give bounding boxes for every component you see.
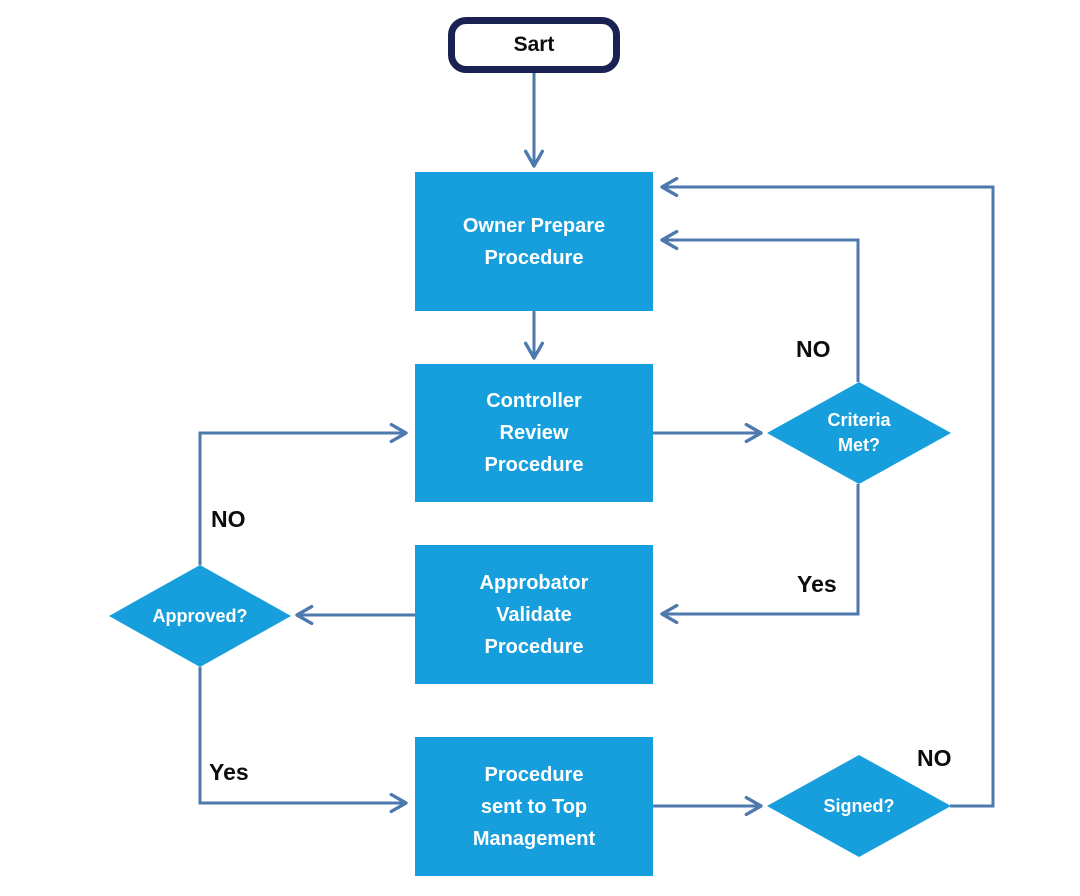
process-owner-prepare-procedure: Owner Prepare Procedure [415, 172, 653, 311]
connector-criteria-yes-to-approbator [660, 484, 860, 625]
process-procedure-sent-to-top-management-label: Procedure sent to Top Management [472, 763, 596, 850]
decision-signed-label: Signed? [823, 795, 895, 816]
connector-approved-no-to-controller [198, 422, 408, 565]
edge-label-signed-no: NO [917, 745, 952, 771]
process-controller-review-procedure: Controller Review Procedure [415, 364, 653, 502]
edge-label-criteria-met-yes: Yes [797, 571, 837, 597]
start-node-label: Sart [513, 33, 555, 56]
start-node: Sart [448, 17, 620, 73]
decision-approved-label: Approved? [152, 605, 248, 626]
edge-label-criteria-met-no: NO [796, 336, 831, 362]
process-controller-review-procedure-label: Controller Review Procedure [484, 390, 584, 476]
process-procedure-sent-to-top-management: Procedure sent to Top Management [415, 737, 653, 876]
connector-criteria-no-to-owner [660, 229, 860, 382]
edge-label-approved-no: NO [211, 506, 246, 532]
process-approbator-validate-procedure: Approbator Validate Procedure [415, 545, 653, 684]
connector-approved-yes-to-procedure [198, 667, 408, 814]
edge-label-approved-yes: Yes [209, 759, 249, 785]
decision-criteria-met-label: Criteria Met? [827, 410, 891, 455]
process-approbator-validate-procedure-label: Approbator Validate Procedure [479, 571, 589, 658]
connector-signed-no-to-owner [660, 176, 995, 808]
process-owner-prepare-procedure-label: Owner Prepare Procedure [462, 214, 606, 269]
